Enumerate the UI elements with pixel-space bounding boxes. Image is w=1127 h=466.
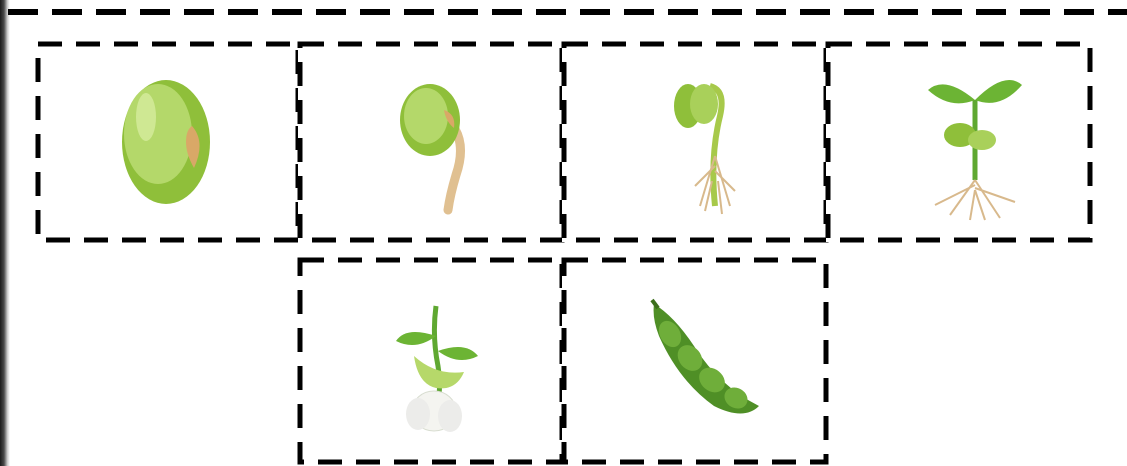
seedling-icon [650,66,760,221]
sprouting-seed-icon [390,80,480,215]
card-seed[interactable] [36,42,300,242]
card-young-plant[interactable] [826,42,1092,242]
card-flowering[interactable] [298,258,564,466]
card-bean-pod[interactable] [562,258,828,466]
page-edge-shadow [0,0,10,466]
bean-seed-icon [106,72,226,212]
card-sprouting-seed[interactable] [298,42,564,242]
card-seedling[interactable] [562,42,828,242]
bean-pod-icon [644,296,769,421]
top-cut-line [8,0,1127,20]
bean-flower-icon [386,296,486,441]
young-plant-icon [920,70,1030,225]
